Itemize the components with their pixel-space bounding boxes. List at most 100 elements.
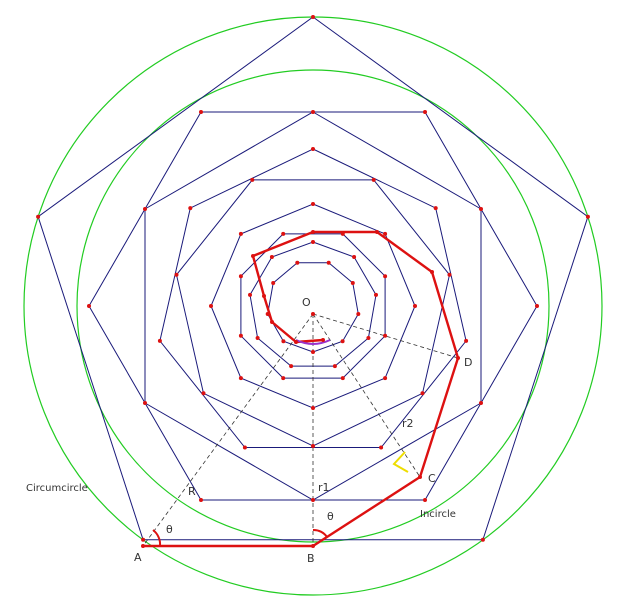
vertex-dot-5-2: [413, 304, 417, 308]
vertex-dot-7-0: [311, 240, 315, 244]
vertex-dot-3-2: [464, 338, 469, 343]
vertex-dots-layer: [36, 15, 590, 548]
vertex-dot-6-5: [238, 333, 243, 338]
spiral-segment-7: [251, 254, 266, 298]
vertex-dot-6-1: [383, 274, 388, 279]
dashed-lines-layer: [142, 313, 459, 547]
right-angle-mark-c: [392, 451, 409, 473]
spiral-segment-3: [430, 270, 460, 360]
vertex-dot-5-6: [209, 304, 213, 308]
spiral-segment-6: [251, 230, 315, 258]
vertex-dot-4-4: [201, 391, 206, 396]
vertex-dot-8-7: [271, 281, 276, 285]
vertex-dot-6-3: [340, 376, 345, 381]
vertex-dot-4-1: [447, 272, 452, 277]
vertex-dot-3-5: [157, 338, 162, 343]
spiral-dot-11: [321, 338, 325, 342]
circles-layer: [23, 16, 603, 596]
label-vertex-d: D: [464, 356, 472, 369]
vertex-dot-1-5: [423, 110, 427, 114]
vertex-dot-6-0: [340, 231, 345, 236]
label-theta-a: θ: [166, 523, 173, 536]
vertex-dot-5-1: [383, 231, 388, 236]
vertex-dot-8-2: [356, 312, 361, 316]
vertex-dot-2-0: [311, 110, 315, 114]
spiral-dot-5: [375, 230, 379, 234]
angle-arc-a: [152, 529, 162, 547]
label-radius-r: R: [188, 485, 196, 498]
vertex-dot-2-2: [479, 401, 483, 405]
vertex-dot-2-1: [479, 207, 483, 211]
spiral-dot-7: [251, 254, 255, 258]
spiral-dot-1: [311, 544, 315, 548]
spiral-dot-2: [418, 475, 422, 479]
spiral-segment-9: [270, 320, 298, 344]
dashed-radius-to-c: [312, 313, 421, 478]
spiral-dot-0: [141, 544, 145, 548]
vertex-dot-0-4: [36, 214, 41, 219]
vertex-dot-1-1: [423, 498, 427, 502]
spiral-dot-10: [294, 340, 298, 344]
vertex-dot-2-5: [143, 207, 147, 211]
center-dot: [311, 312, 315, 316]
label-vertex-b: B: [307, 552, 315, 565]
polygon-9-sided-8: [267, 262, 359, 353]
labels-layer: O A B C D R r1 r2 θ θ Circumcircle Incir…: [26, 296, 472, 565]
vertex-dot-8-4: [311, 350, 315, 354]
vertex-dot-1-3: [87, 304, 91, 308]
vertex-dot-1-0: [535, 304, 539, 308]
vertex-dot-4-5: [174, 272, 179, 277]
label-incircle: Incircle: [420, 509, 456, 520]
spiral-segment-2: [418, 356, 460, 479]
vertex-dot-3-4: [242, 445, 247, 450]
vertex-dot-3-1: [433, 206, 438, 211]
vertex-dot-6-6: [238, 274, 243, 279]
angle-marks-layer: [152, 339, 409, 547]
label-theta-b: θ: [327, 510, 334, 523]
vertex-dot-5-4: [311, 406, 315, 410]
vertex-dot-3-3: [379, 445, 384, 450]
vertex-dot-1-2: [199, 498, 203, 502]
vertex-dot-4-6: [250, 177, 255, 182]
vertex-dot-5-0: [311, 202, 315, 206]
vertex-dot-8-1: [350, 281, 355, 285]
polygon-7-sided-4: [175, 179, 451, 447]
vertex-dot-4-3: [311, 444, 315, 448]
spiral-dot-3: [456, 356, 460, 360]
vertex-dot-2-4: [143, 401, 147, 405]
center-angle-arc: [295, 339, 331, 345]
vertex-dot-8-3: [340, 339, 345, 344]
vertex-dot-7-6: [255, 336, 260, 340]
vertex-dot-0-3: [141, 537, 146, 542]
label-circumcircle: Circumcircle: [26, 483, 88, 494]
spiral-segment-1: [311, 475, 422, 548]
vertex-dot-6-7: [281, 231, 286, 236]
angle-arc-b: [312, 529, 328, 538]
vertex-dot-7-5: [289, 364, 294, 369]
label-r2: r2: [402, 417, 414, 430]
spiral-dot-9: [270, 320, 274, 324]
vertex-dot-7-1: [352, 255, 357, 259]
vertex-dot-6-2: [383, 333, 388, 338]
polygon-7-sided-3: [159, 148, 467, 448]
spiral-dot-8: [262, 294, 266, 298]
spiral-layer: [141, 230, 460, 548]
vertex-dot-5-5: [238, 376, 243, 381]
label-center-o: O: [302, 296, 311, 309]
vertex-dot-0-0: [311, 15, 315, 19]
spiral-segment-8: [262, 294, 274, 324]
vertex-dot-1-4: [199, 110, 203, 114]
circumcircle: [23, 16, 603, 596]
vertex-dot-8-6: [265, 312, 270, 316]
vertex-dot-4-2: [420, 391, 425, 396]
vertex-dot-8-5: [281, 339, 286, 344]
vertex-dot-7-7: [248, 292, 252, 297]
spiral-dot-4: [430, 270, 434, 274]
vertex-dot-0-2: [480, 537, 485, 542]
vertex-dot-4-0: [371, 177, 376, 182]
vertex-dot-7-4: [332, 364, 337, 369]
vertex-dot-5-3: [383, 376, 388, 381]
vertex-dot-7-8: [269, 255, 274, 259]
